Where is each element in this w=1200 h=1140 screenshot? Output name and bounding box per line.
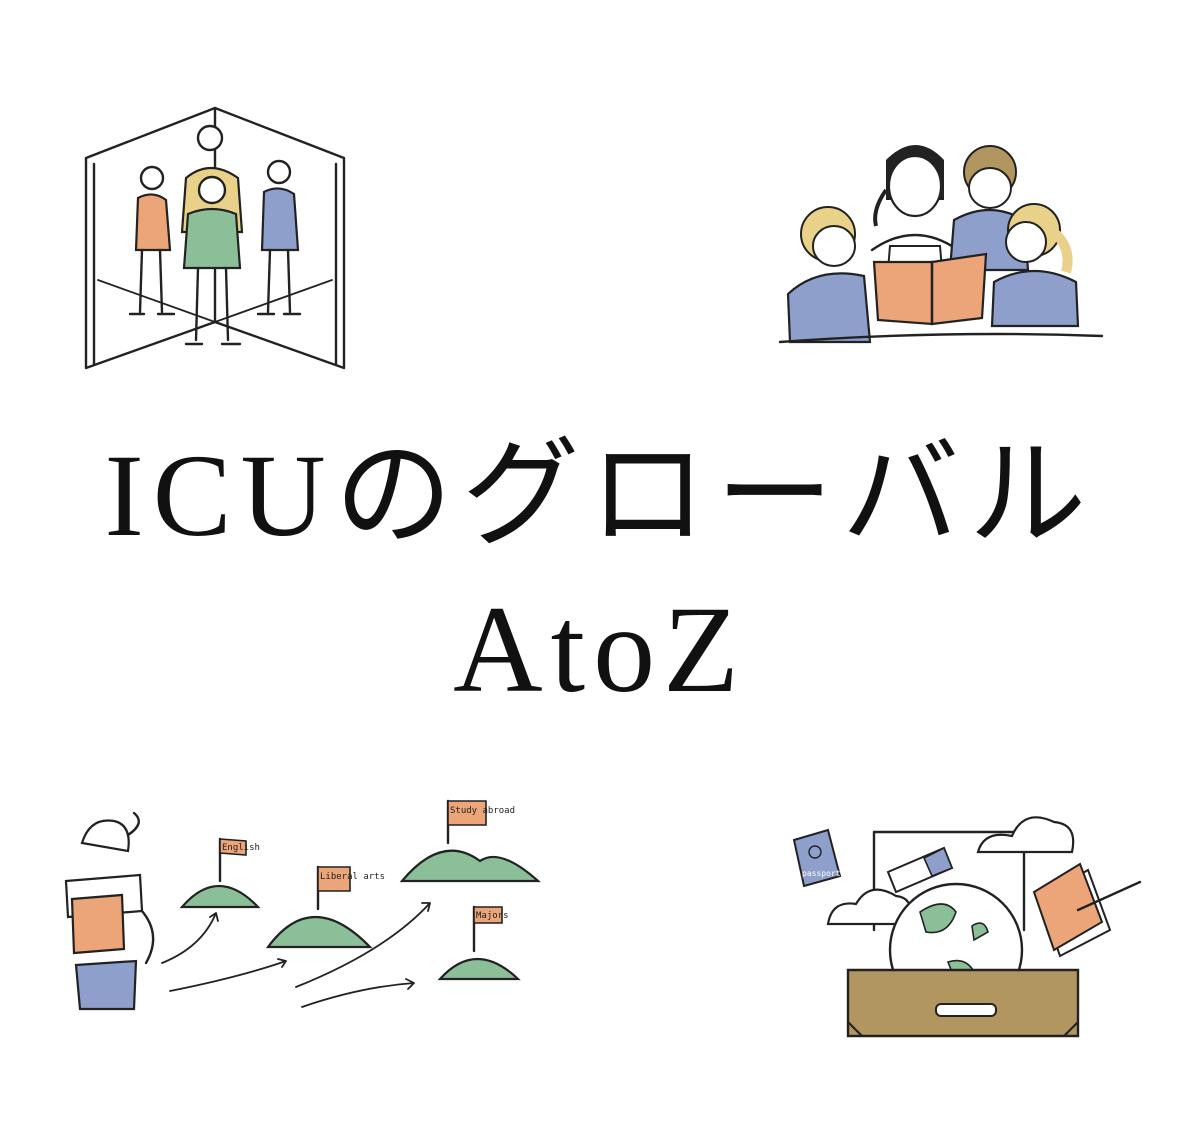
flag-label-english: English [222,843,260,853]
table-edge [778,332,1104,344]
passport-label: passport [802,869,841,878]
left-figure-orange [128,165,176,316]
mountain-liberal-arts: Liberal arts [265,865,385,949]
right-figure-blue [256,159,302,316]
teacher-figure [870,145,960,271]
center-figure-green [182,175,242,346]
ponytail-child-right [990,203,1080,328]
progress-arrows [161,902,431,1008]
mountain-english: English [179,837,261,909]
teacher-reading-to-children-icon [778,145,1104,344]
plane-ticket-icon [886,846,954,894]
backpacker-figure [64,811,155,1011]
flag-label-majors: Majors [476,911,509,921]
suitcase-globe-passport-icon: passport [792,816,1142,1038]
flag-label-liberal-arts: Liberal arts [320,872,385,882]
suitcase-body [846,968,1080,1038]
backpacker-and-mountain-goals-icon: English Liberal arts Study abroad Majors [64,799,541,1011]
mountain-majors: Majors [437,905,521,981]
notebook-and-pencil-icon [1032,862,1142,958]
open-book [872,252,988,326]
cloud-right-icon [976,816,1075,854]
blonde-child-left [786,206,872,344]
mountain-study-abroad: Study abroad [399,799,541,883]
passport-icon: passport [792,828,842,888]
page-title-line-2: AtoZ [453,581,747,718]
flag-label-study-abroad: Study abroad [450,806,515,816]
page-title-line-1: ICUのグローバル [104,430,1096,561]
standing-people-in-open-book-icon [84,106,346,370]
